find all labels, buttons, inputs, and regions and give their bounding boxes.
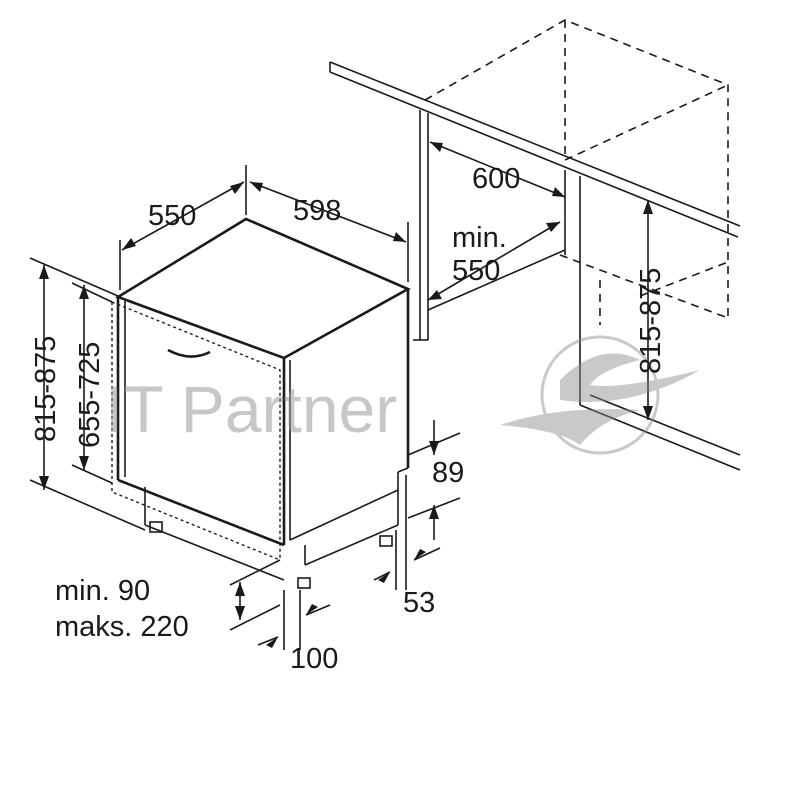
label-plinth-max-220: maks. 220 (55, 611, 189, 643)
label-niche-min-550: 550 (452, 255, 500, 287)
dishwasher-body (111, 217, 411, 581)
label-plinth-89: 89 (432, 457, 464, 489)
arrowheads (39, 142, 653, 648)
label-width-598: 598 (293, 195, 341, 227)
dim-655-725-door (71, 282, 113, 484)
dim-600-niche (429, 141, 566, 198)
watermark-logo (500, 335, 700, 455)
label-door-655-725: 655-725 (74, 342, 106, 448)
dim-598-width (249, 181, 409, 282)
label-height-815-875: 815-875 (30, 336, 62, 442)
upper-cabinet-dashed (424, 19, 729, 325)
niche-right-cabinet (564, 170, 741, 471)
feet (149, 521, 393, 589)
watermark-text: IT Partner (105, 372, 397, 446)
label-plinth-53: 53 (403, 587, 435, 619)
label-niche-min: min. (452, 222, 507, 254)
dim-550-depth (119, 165, 247, 290)
niche-left-cabinet (413, 110, 566, 341)
dim-815-875-left (29, 257, 146, 531)
label-plinth-min-90: min. 90 (55, 575, 150, 607)
label-niche-width-600: 600 (472, 163, 520, 195)
label-niche-height-815-875: 815-875 (635, 268, 667, 374)
label-plinth-100: 100 (290, 643, 338, 675)
dim-100 (257, 590, 331, 650)
dim-min-550 (427, 221, 561, 301)
label-depth-550: 550 (148, 200, 196, 232)
countertop (329, 61, 741, 238)
dim-53 (373, 475, 441, 590)
